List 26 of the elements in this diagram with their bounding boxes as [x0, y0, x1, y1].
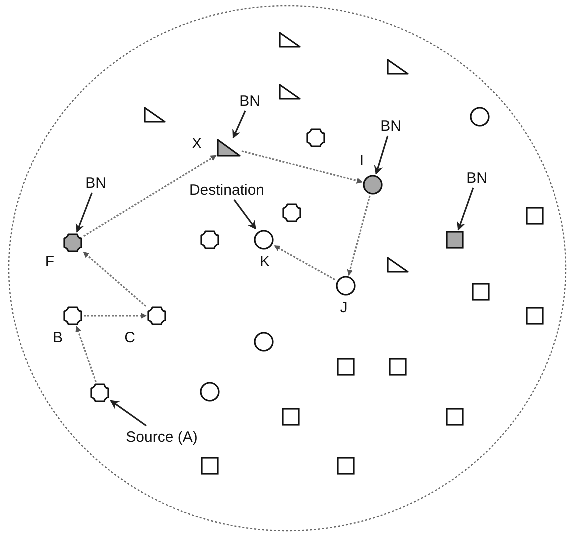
pointer-arrow [110, 400, 147, 427]
node-letter: C [124, 330, 136, 346]
pointer-arrow [456, 188, 474, 231]
dotted-route-arrow [83, 252, 147, 308]
dotted-route-arrow [76, 326, 97, 382]
node-label: BN [376, 117, 406, 135]
node-letter: F [45, 254, 55, 270]
node-letter: K [260, 254, 270, 270]
node-label: BN [462, 169, 492, 187]
node-letter: X [192, 136, 202, 152]
pointer-arrow [76, 192, 93, 233]
dotted-route-arrow [347, 196, 371, 276]
node-label: Destination [177, 181, 277, 199]
pointer-arrow [374, 136, 389, 175]
node-label: BN [235, 92, 265, 110]
pointer-arrow [234, 200, 256, 230]
dotted-route-arrow [84, 313, 147, 319]
node-letter: I [360, 154, 364, 168]
dotted-route-arrow [242, 150, 363, 184]
dotted-route-arrow [84, 155, 217, 237]
node-letter: B [53, 330, 63, 346]
dotted-route-arrow [274, 245, 336, 281]
node-label: BN [81, 174, 111, 192]
node-letter: J [340, 300, 348, 316]
node-label: Source (A) [109, 427, 215, 447]
pointer-arrow [232, 110, 246, 139]
